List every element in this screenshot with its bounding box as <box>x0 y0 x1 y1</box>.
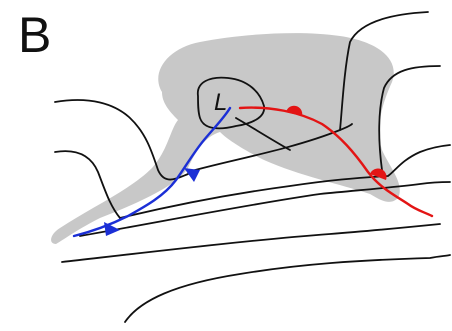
panel-label: B <box>18 7 51 63</box>
cloud-shield <box>51 33 400 244</box>
low-pressure-label: L <box>214 89 227 116</box>
isobar-9 <box>125 255 450 322</box>
isobar-6 <box>379 66 440 170</box>
